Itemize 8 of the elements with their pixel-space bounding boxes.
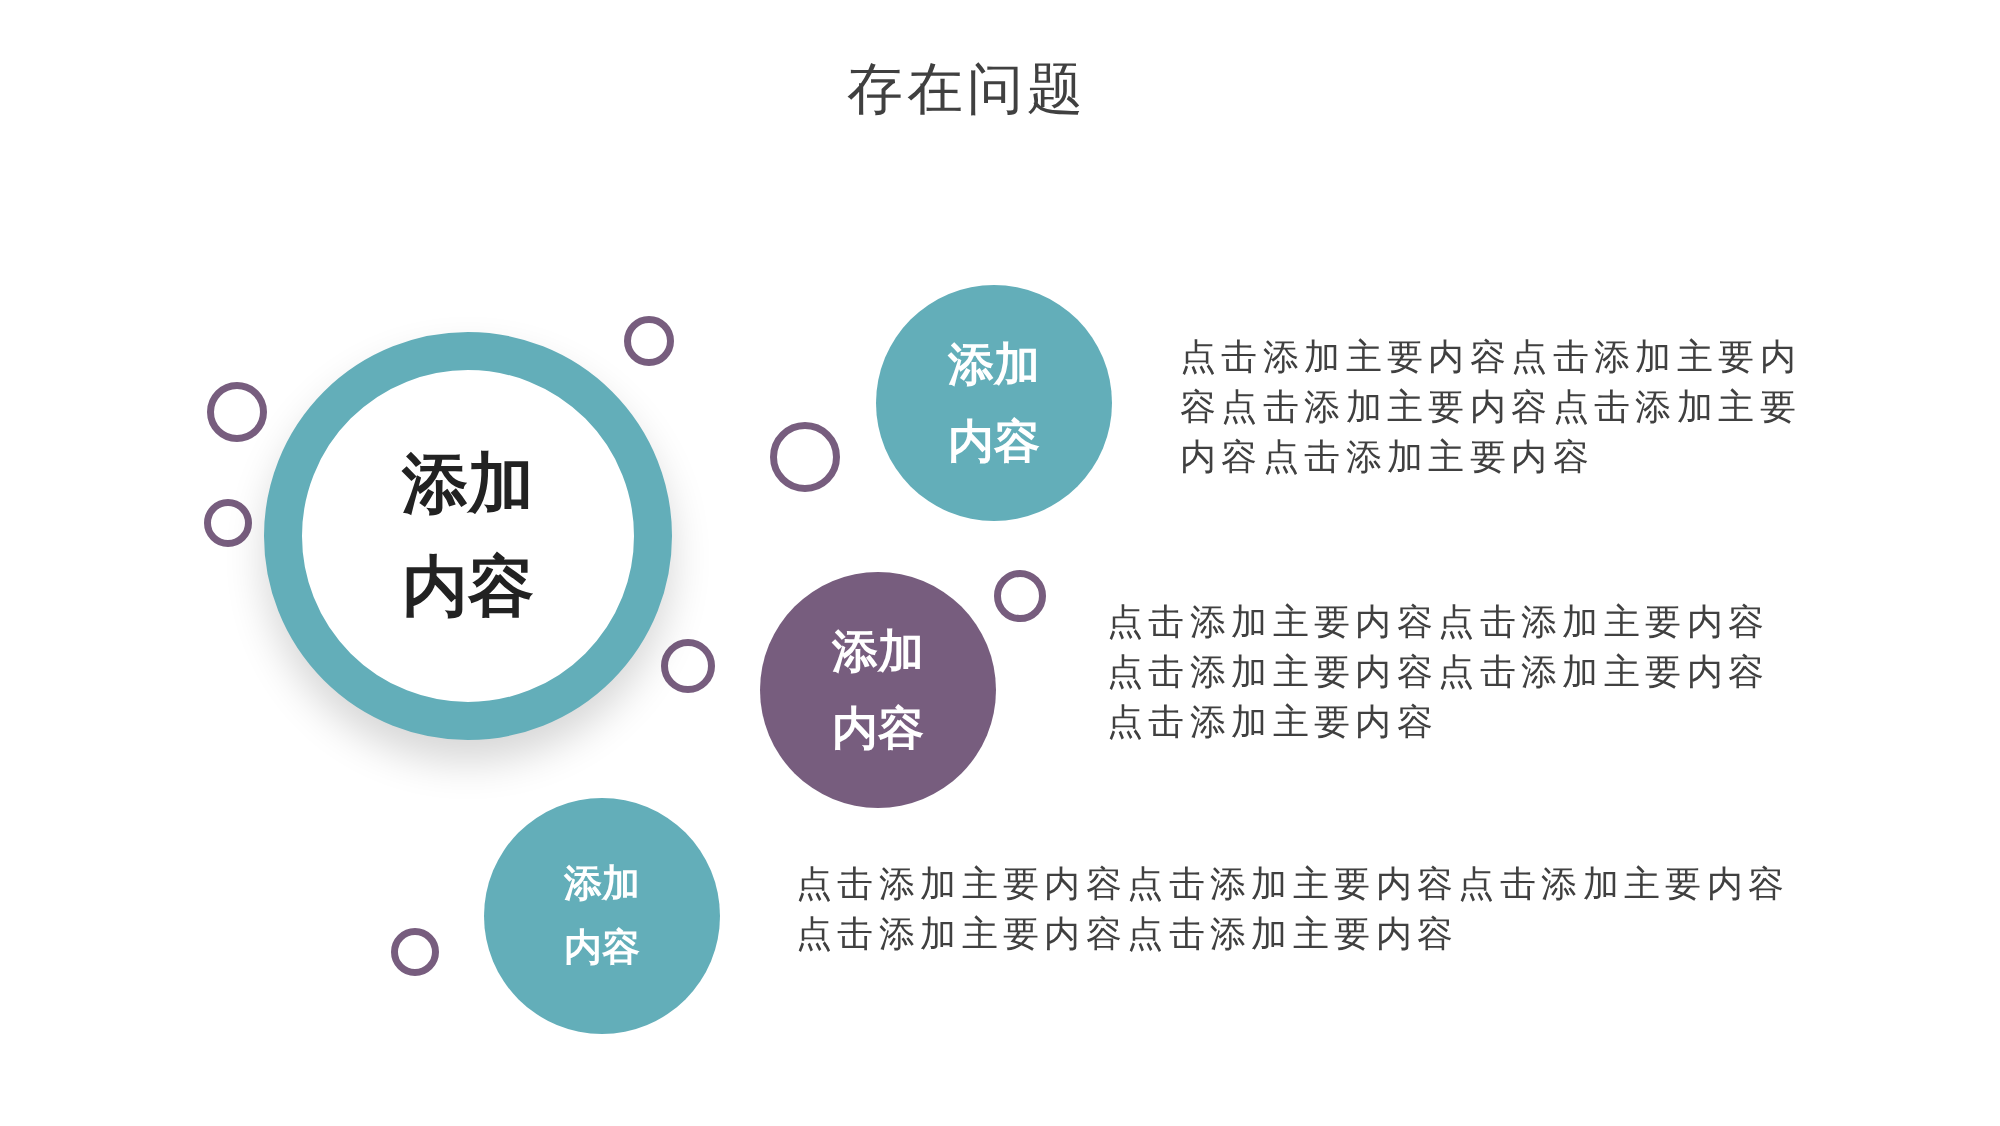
- node-label: 添加内容: [947, 336, 1041, 470]
- title: 存在问题: [847, 55, 1087, 123]
- node-label: 添加内容: [831, 623, 925, 757]
- description-text: 点击添加主要内容点击添加主要内容点击添加主要内容点击添加主要内容点击添加主要内容: [796, 862, 1791, 956]
- node-label: 添加内容: [401, 444, 535, 627]
- node-label: 添加内容: [563, 860, 641, 971]
- description-text: 点击添加主要内容点击添加主要内容点击添加主要内容点击添加主要内容点击添加主要内容: [1180, 335, 1802, 479]
- description-text: 点击添加主要内容点击添加主要内容点击添加主要内容点击添加主要内容点击添加主要内容: [1107, 600, 1771, 744]
